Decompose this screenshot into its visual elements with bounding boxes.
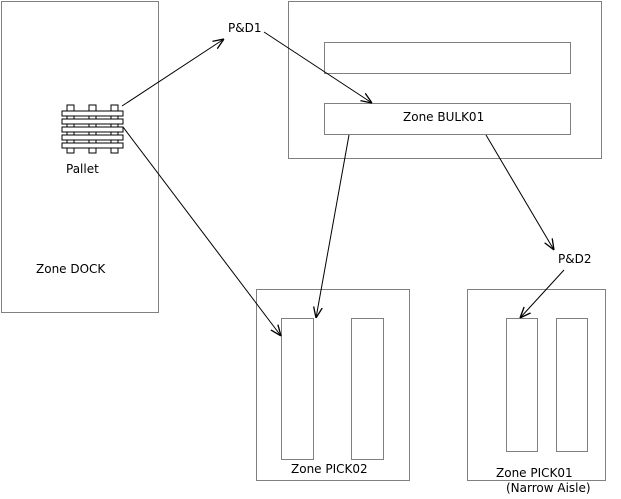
pallet-icon [61,104,124,154]
zone-bulk01-label: Zone BULK01 [403,110,484,124]
pick02-rack-left [281,318,314,460]
bulk-rack-top [324,42,571,74]
pd1-label: P&D1 [228,21,261,35]
arrow-pallet-to-pd1 [121,39,224,107]
zone-pick01-sublabel: (Narrow Aisle) [506,481,591,495]
arrow-bulk01-to-pick02 [316,134,350,318]
pick02-rack-right [351,318,384,460]
pd2-label: P&D2 [558,252,591,266]
arrow-bulk01-to-pd2 [485,134,554,250]
zone-dock-label: Zone DOCK [36,262,106,276]
zone-pick02-label: Zone PICK02 [291,462,368,476]
zone-pick01: Zone PICK01 (Narrow Aisle) [467,289,606,495]
zone-pick02: Zone PICK02 [256,289,410,481]
pallet-label: Pallet [66,162,99,176]
zone-bulk01: Zone BULK01 [288,1,602,159]
zone-pick01-label: Zone PICK01 [496,466,573,480]
pick01-rack-left [506,318,538,452]
arrow-pd2-to-pick01 [520,269,565,318]
flow-arrows [121,31,565,336]
zone-dock-box [1,1,159,313]
arrow-pd1-to-bulk01 [263,31,372,103]
pick01-rack-right [556,318,588,452]
arrow-pallet-to-pick02 [122,126,281,336]
zone-dock: Zone DOCK [1,1,159,313]
bulk-rack-bottom [324,103,571,135]
pick02-area-box [256,289,410,481]
